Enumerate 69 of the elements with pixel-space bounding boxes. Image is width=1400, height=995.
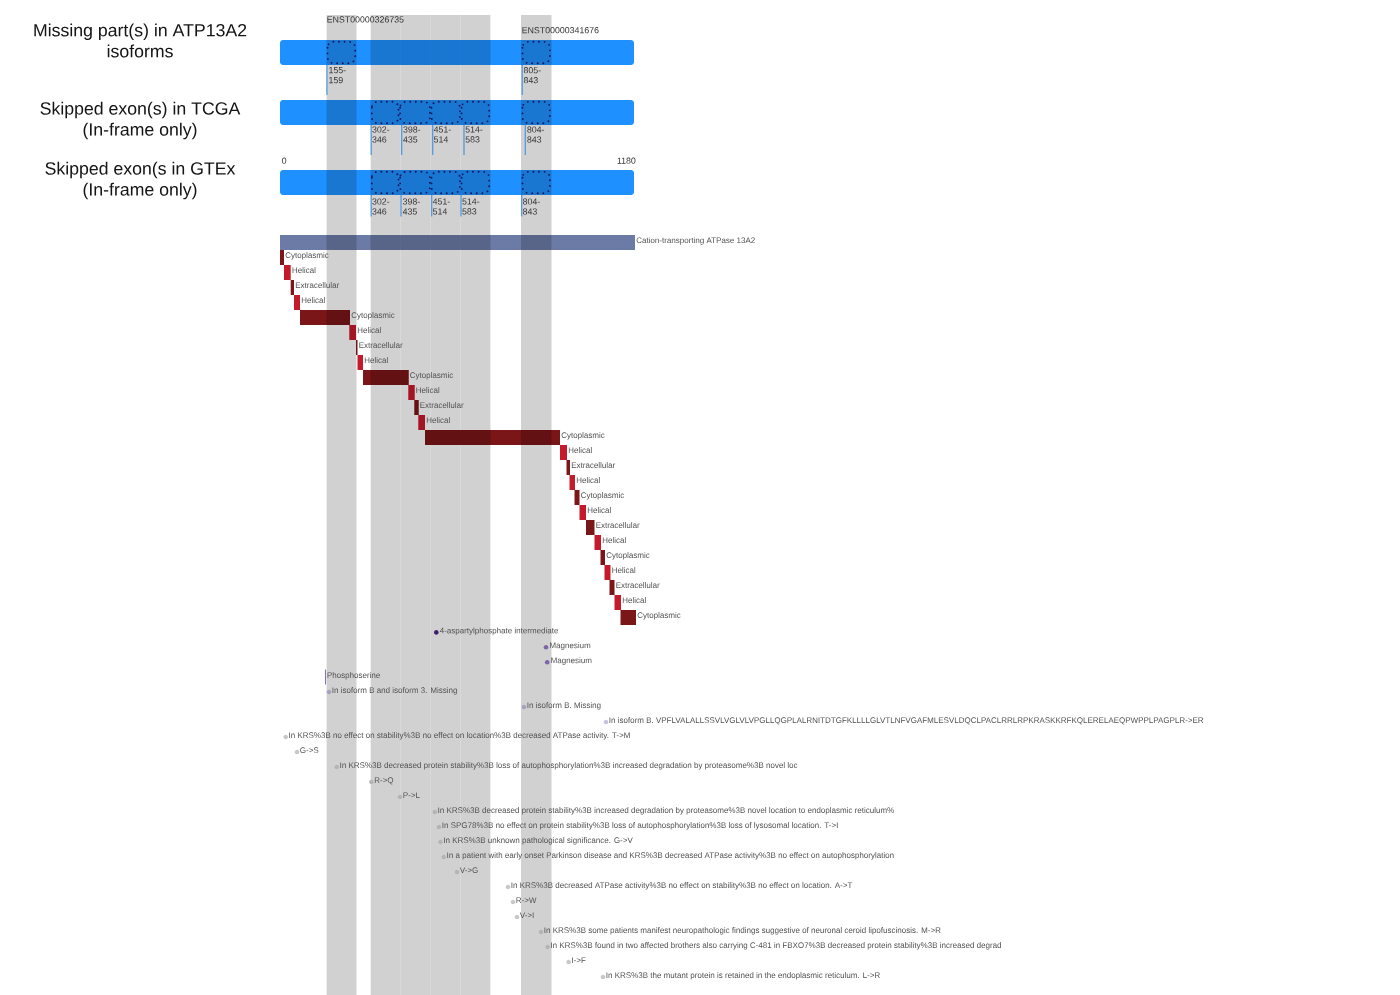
range-label: 398-435 bbox=[403, 126, 421, 143]
topology-label: Helical bbox=[292, 267, 316, 273]
topology-label: Cytoplasmic bbox=[581, 492, 625, 500]
range-label: 155-159 bbox=[329, 67, 346, 84]
topology-label: Extracellular bbox=[420, 402, 464, 408]
site-label: Magnesium bbox=[550, 642, 591, 650]
variant-label: In KRS%3B decreased protein stability%3B loss of autophosphorylation%3B increased degradation by proteasome%3B novel loc bbox=[340, 762, 798, 770]
range-label: 302-346 bbox=[372, 198, 390, 215]
variant-label: In KRS%3B decreased ATPase activity%3B no effect on stability%3B no effect on location. A->T bbox=[511, 882, 853, 890]
variant-label: In KRS%3B some patients manifest neuropathologic findings suggestive of neuronal ceroid lipofuscinosis. M->R bbox=[544, 927, 941, 935]
track-title: Skipped exon(s in GTEx (In-frame only) bbox=[45, 161, 236, 200]
variant-label: P->L bbox=[403, 792, 420, 798]
variant-label: In isoform B. VPFLVALALLSSVLVGLVLVPGLLQGPLALRNITDTGFKLLLLGLVTLNFVGAFMLESVLDQCLPACLRRLRPKRASKKRFKQLERELAEQPWPPLPAGPLR->ER bbox=[609, 717, 1204, 725]
transcript-id: ENST00000341676 bbox=[522, 27, 599, 34]
topology-label: Extracellular bbox=[616, 582, 660, 588]
topology-label: Helical bbox=[416, 387, 440, 393]
site-label: Magnesium bbox=[551, 657, 592, 665]
topology-label: Helical bbox=[301, 297, 325, 303]
topology-label: Extracellular bbox=[359, 342, 403, 348]
topology-label: Helical bbox=[602, 537, 626, 543]
topology-label: Helical bbox=[426, 417, 450, 423]
topology-label: Extracellular bbox=[596, 522, 640, 528]
variant-label: In a patient with early onset Parkinson disease and KRS%3B decreased ATPase activity%3B no effect on autophosphorylation bbox=[447, 852, 894, 860]
topology-label: Helical bbox=[622, 597, 646, 603]
range-label: 451-514 bbox=[432, 198, 450, 215]
transcript-id: ENST00000326735 bbox=[327, 16, 404, 23]
variant-label: In KRS%3B found in two affected brothers also carrying C-481 in FBXO7%3B decreased protein stability%3B increased degrad bbox=[551, 942, 1002, 950]
range-label: 302-346 bbox=[372, 126, 390, 143]
axis-label: 1180 bbox=[617, 157, 636, 164]
range-label: 804-843 bbox=[523, 198, 540, 215]
range-label: 514-583 bbox=[465, 126, 483, 143]
variant-label: In KRS%3B decreased protein stability%3B increased degradation by proteasome%3B novel location to endoplasmic reticulum% bbox=[438, 807, 894, 815]
variant-label: I->F bbox=[572, 957, 586, 963]
track-title: Missing part(s) in ATP13A2 isoforms bbox=[34, 23, 247, 58]
variant-label: In KRS%3B the mutant protein is retained in the endoplasmic reticulum. L->R bbox=[606, 972, 880, 980]
variant-label: V->G bbox=[459, 867, 478, 873]
variant-label: In SPG78%3B no effect on protein stability%3B loss of autophosphorylation%3B loss of lysosomal location. T->I bbox=[442, 822, 838, 830]
variant-label: V->I bbox=[519, 912, 534, 918]
topology-label: Cytoplasmic bbox=[351, 312, 395, 320]
topology-label: Cytoplasmic bbox=[285, 252, 329, 260]
topology-label: Extracellular bbox=[571, 462, 616, 468]
variant-label: In KRS%3B unknown pathological significance. G->V bbox=[444, 837, 633, 845]
topology-label: Cytoplasmic bbox=[561, 432, 605, 440]
topology-label: Cytoplasmic bbox=[410, 372, 454, 380]
variant-label: R->W bbox=[516, 897, 537, 903]
topology-label: Helical bbox=[364, 357, 388, 363]
site-label: 4-aspartylphosphate intermediate bbox=[439, 627, 559, 635]
variant-label: R->Q bbox=[374, 777, 394, 785]
topology-label: Cytoplasmic bbox=[606, 552, 650, 560]
axis-label: 0 bbox=[282, 157, 287, 164]
topology-label: Helical bbox=[587, 507, 611, 513]
topology-label: Helical bbox=[612, 567, 636, 573]
range-label: 451-514 bbox=[433, 126, 451, 143]
range-label: 514-583 bbox=[462, 198, 480, 215]
site-label: Phosphoserine bbox=[327, 672, 380, 680]
range-label: 398-435 bbox=[402, 198, 420, 215]
topology-label: Helical bbox=[576, 477, 600, 483]
topology-label: Cytoplasmic bbox=[637, 612, 681, 620]
topology-label: Extracellular bbox=[295, 282, 340, 288]
variant-label: In isoform B. Missing bbox=[527, 702, 601, 710]
variant-label: In isoform B and isoform 3. Missing bbox=[332, 687, 457, 695]
range-label: 804-843 bbox=[527, 126, 545, 143]
variant-label: G->S bbox=[300, 747, 319, 753]
track-title: Skipped exon(s) in TCGA (In-frame only) bbox=[40, 101, 241, 140]
topology-label: Helical bbox=[357, 327, 381, 333]
variant-label: In KRS%3B no effect on stability%3B no effect on location%3B decreased ATPase activity. T->M bbox=[289, 732, 630, 740]
range-label: 805-843 bbox=[523, 67, 541, 84]
feature-label: Cation-transporting ATPase 13A2 bbox=[636, 237, 755, 245]
topology-label: Helical bbox=[568, 447, 592, 453]
